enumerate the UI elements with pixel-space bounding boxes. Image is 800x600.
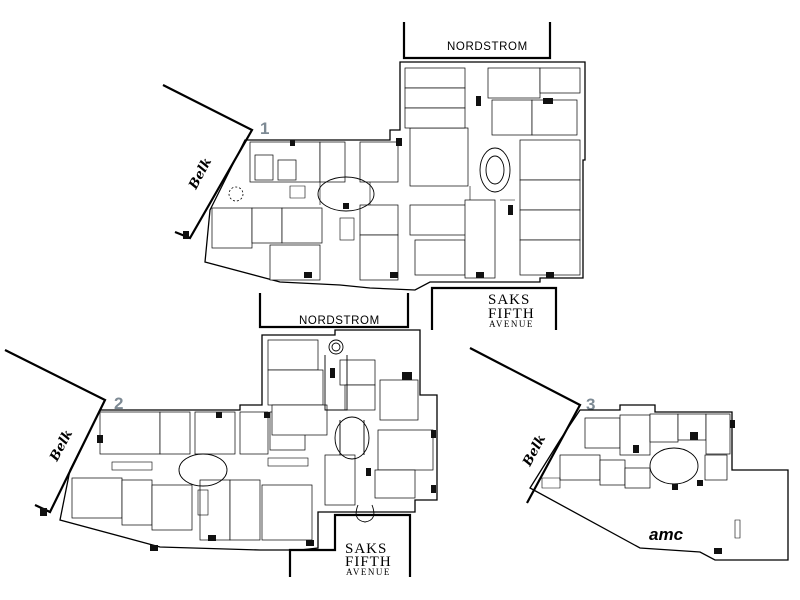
level-2-east-court bbox=[334, 416, 370, 460]
level-3-amc-logo: amc bbox=[649, 525, 684, 544]
level-1-map: Belk NORDSTROM SAKS FIFTH AVENUE 1 bbox=[162, 22, 586, 330]
level-3-number: 3 bbox=[586, 395, 595, 414]
level-2-saks-line-1: SAKS bbox=[345, 541, 387, 557]
level-1-stores bbox=[211, 67, 581, 281]
level-1-saks-line-2: FIFTH bbox=[488, 306, 535, 322]
level-1-nordstrom-label: NORDSTROM bbox=[447, 41, 528, 53]
level-1-number: 1 bbox=[260, 119, 269, 138]
level-1-belk-outline bbox=[162, 84, 254, 240]
level-2-saks-outline bbox=[288, 513, 412, 577]
level-2-map: Belk NORDSTROM SAKS FIFTH AVENUE 2 bbox=[4, 293, 438, 577]
level-2-center-court bbox=[178, 453, 228, 487]
level-2-saks-line-2: FIFTH bbox=[345, 554, 392, 570]
level-2-nordstrom-outline bbox=[258, 293, 410, 329]
level-1-saks-line-3: AVENUE bbox=[489, 319, 534, 329]
level-3-stores bbox=[559, 413, 731, 489]
level-1-belk-court bbox=[228, 186, 244, 202]
level-2-number: 2 bbox=[114, 394, 123, 413]
level-2-north-court bbox=[328, 339, 344, 355]
level-1-center-court bbox=[317, 176, 375, 212]
level-1-saks-line-1: SAKS bbox=[488, 292, 530, 308]
level-2-saks-line-3: AVENUE bbox=[346, 567, 391, 577]
level-2-nordstrom-label: NORDSTROM bbox=[299, 315, 380, 327]
level-1-nordstrom-outline bbox=[402, 22, 552, 60]
level-1-outline bbox=[204, 61, 586, 291]
level-3-outline bbox=[529, 404, 789, 561]
level-1-saks-outline bbox=[430, 286, 558, 330]
level-2-outline bbox=[59, 329, 438, 551]
level-1-belk-label: Belk bbox=[186, 156, 215, 193]
level-2-belk-label: Belk bbox=[47, 428, 76, 465]
level-3-center-court bbox=[649, 447, 699, 485]
level-1-east-court bbox=[479, 147, 511, 193]
level-3-map: Belk 3 amc bbox=[469, 347, 789, 561]
level-3-belk-outline bbox=[469, 347, 582, 504]
level-2-stores bbox=[71, 339, 434, 541]
